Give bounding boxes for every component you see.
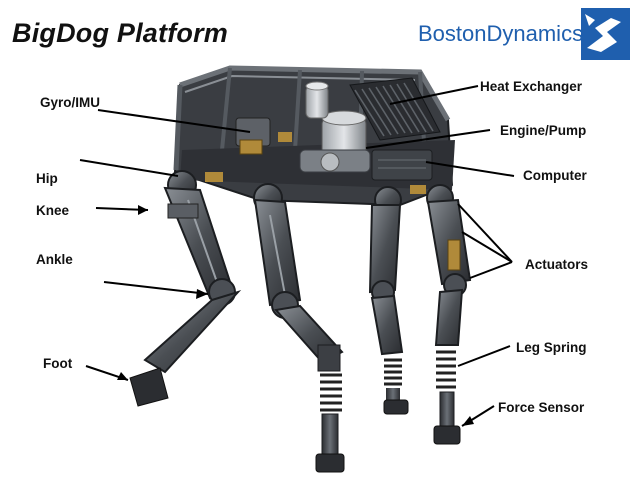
label-actuators: Actuators [525,257,589,272]
label-foot: Foot [43,356,73,371]
label-knee: Knee [36,203,70,218]
label-force-sensor: Force Sensor [498,400,585,415]
gyro-imu-part [205,117,426,194]
leader-engine-pump [365,129,491,149]
label-computer: Computer [523,168,587,183]
brand-name-part2: Dynamics [486,21,584,46]
leader-heat-exchanger [389,85,479,105]
leader-gyro [97,109,251,133]
leader-actuators-1 [457,203,513,263]
leader-actuators-2 [461,231,513,263]
computer-part [371,149,433,181]
label-engine-pump: Engine/Pump [500,123,587,138]
leader-hip [79,159,179,177]
leader-ankle [103,281,209,295]
label-ankle: Ankle [36,252,73,267]
leader-leg-spring [457,345,511,367]
boston-dynamics-logo-icon [581,8,630,60]
leader-computer [425,161,515,177]
label-heat-exchanger: Heat Exchanger [480,79,583,94]
leader-actuators-3 [469,261,513,279]
label-hip: Hip [36,171,58,186]
label-gyro-imu: Gyro/IMU [40,95,101,110]
leader-arrowheads [117,205,474,426]
engine-pump-part [299,81,371,173]
page-title: BigDog Platform [12,18,228,48]
brand-wordmark: BostonDynamics [418,21,583,47]
heat-exchanger-part [349,77,441,141]
front-left-leg [129,186,242,407]
label-leg-spring: Leg Spring [516,340,587,355]
leader-lines [79,85,515,427]
hind-left-leg [368,204,409,415]
hind-right-leg [426,198,472,445]
front-right-leg [253,198,345,473]
brand-name-part1: Boston [418,21,487,46]
